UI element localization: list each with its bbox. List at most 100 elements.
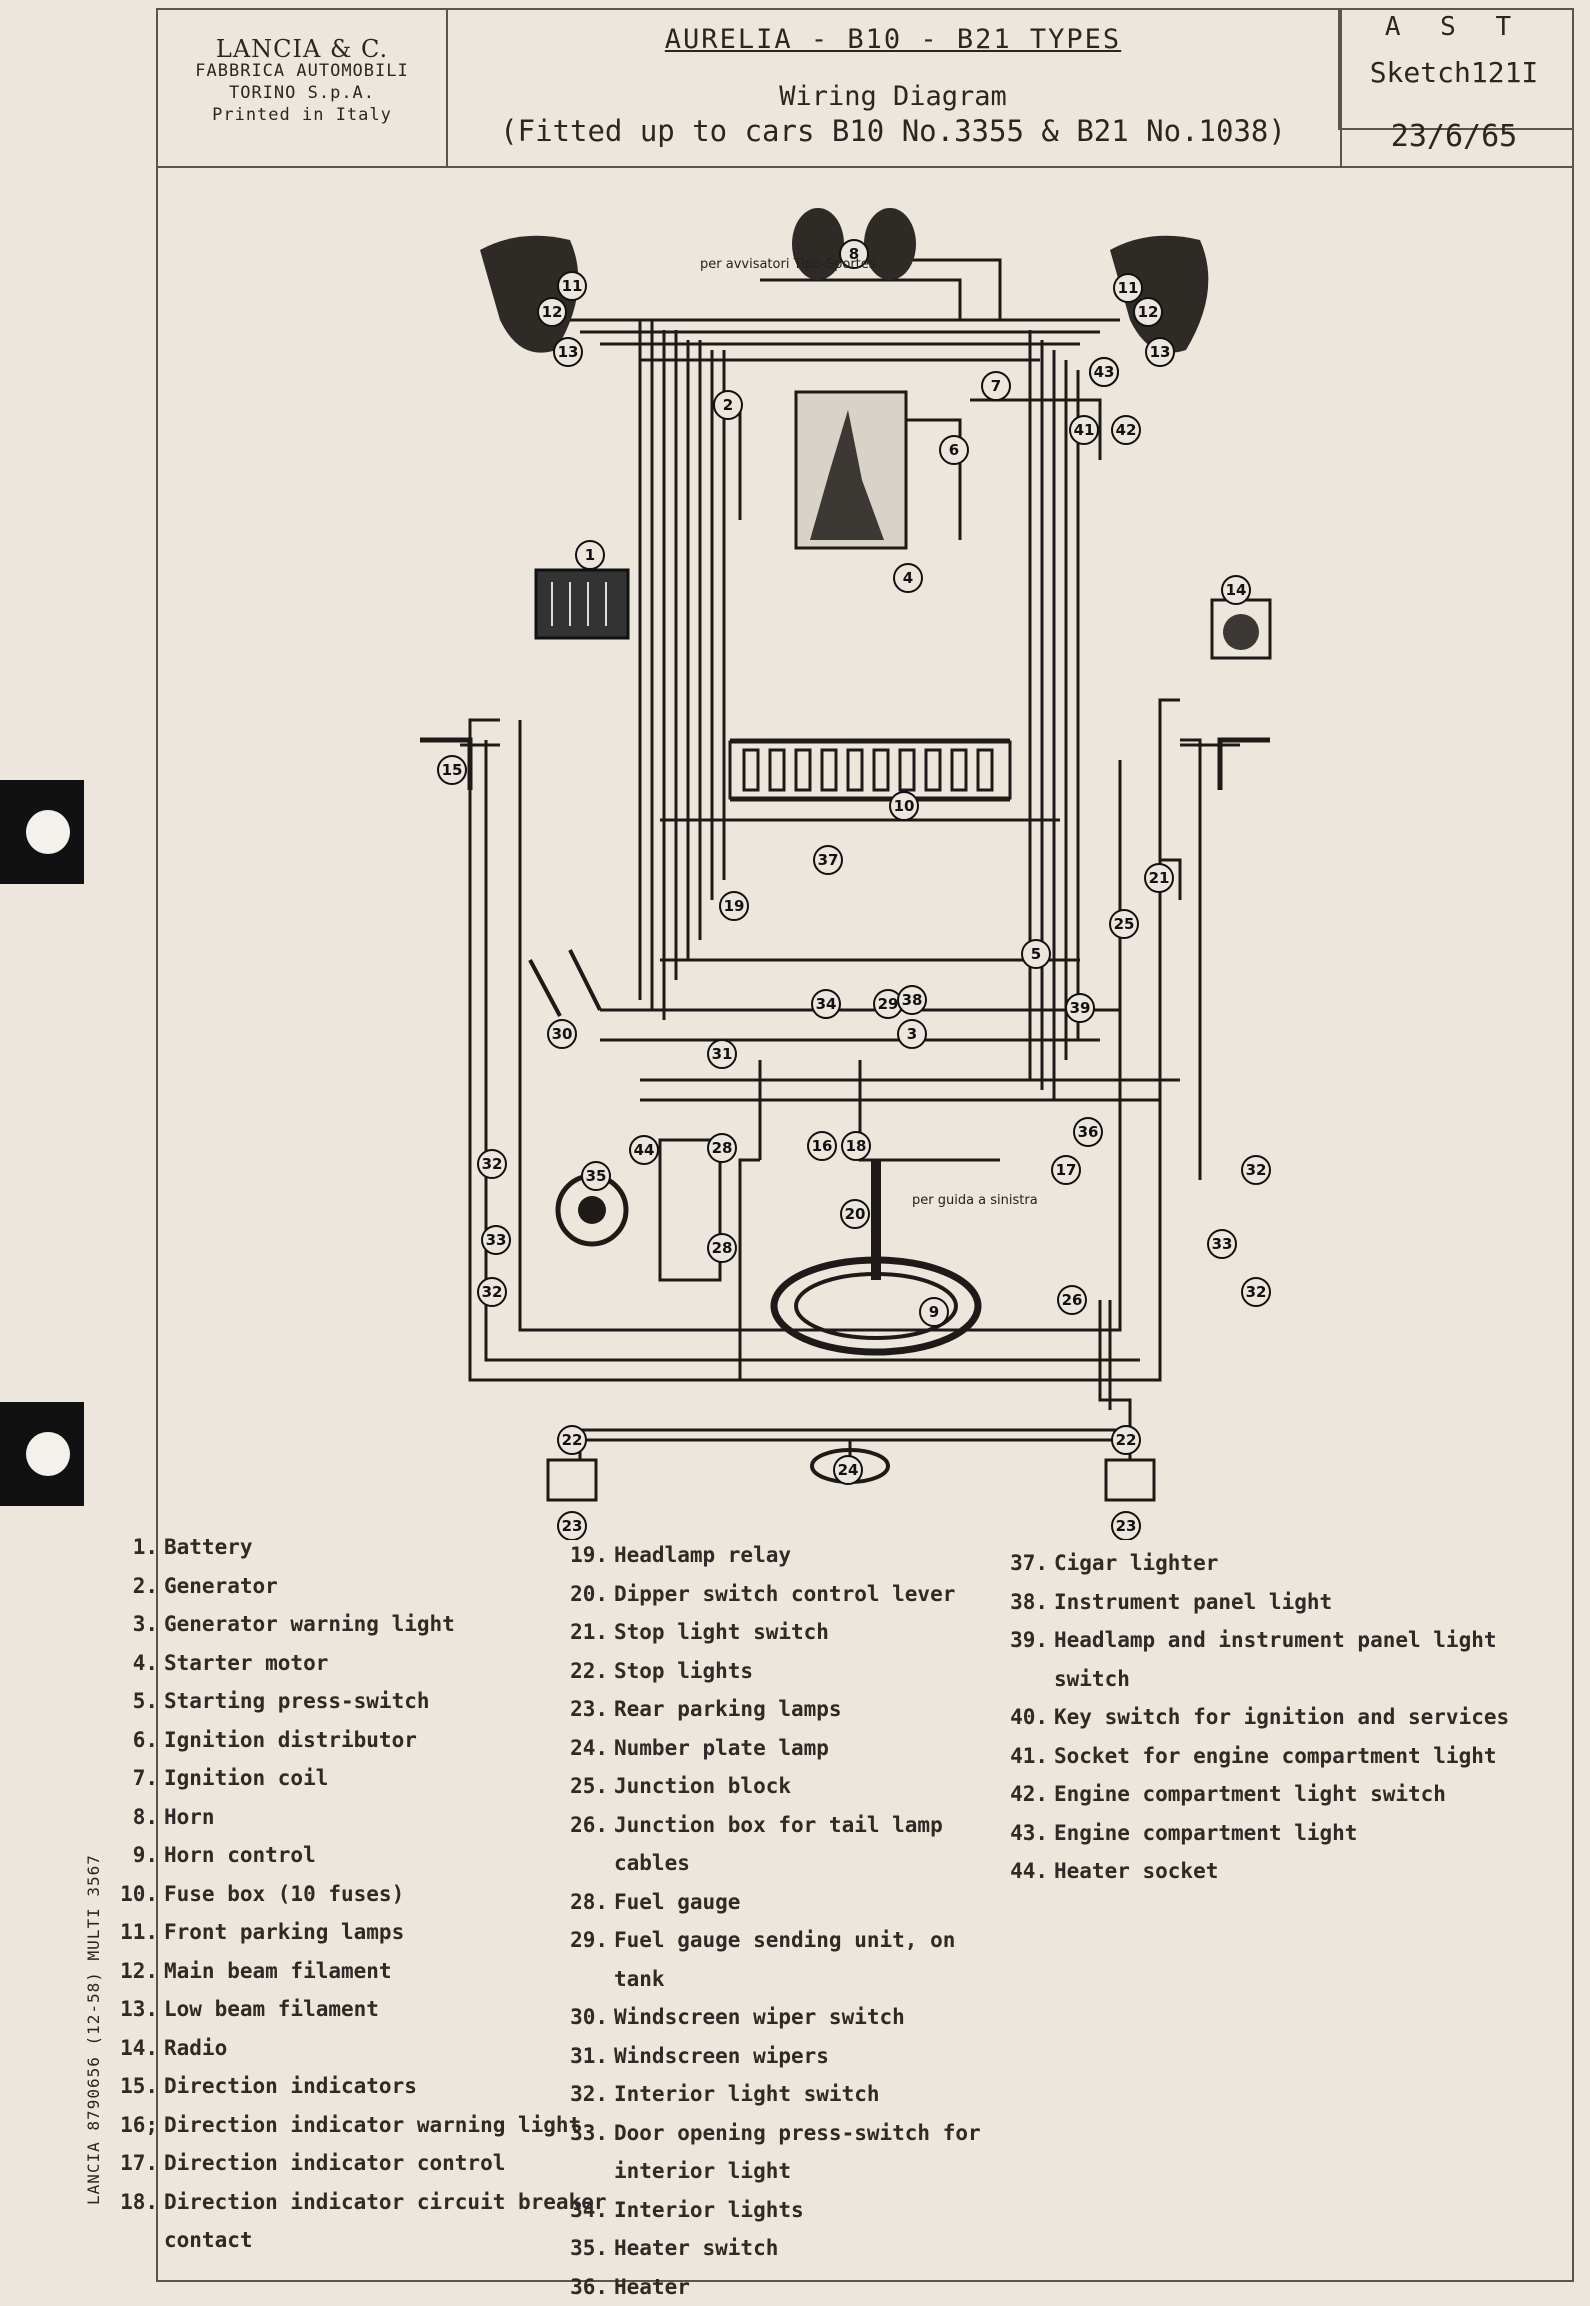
- legend-text: Rear parking lamps: [614, 1690, 842, 1729]
- print-code: LANCIA 8790656 (12-58) MULTI 3567: [84, 1854, 103, 2205]
- rear-left-lamp-icon: [548, 1460, 596, 1500]
- legend-item: 36.Heater: [560, 2268, 1000, 2306]
- heater-hub-icon: [578, 1196, 606, 1224]
- sportiva-note: per avvisatori Tipo-Sportes: [700, 257, 876, 272]
- lhd-note: per guida a sinistra: [912, 1193, 1038, 1208]
- legend-text: Interior light switch: [614, 2075, 880, 2114]
- legend-text: Headlamp and instrument panel light swit…: [1054, 1621, 1540, 1698]
- legend-number: 31.: [560, 2037, 614, 2076]
- component-number: 11: [562, 277, 583, 295]
- component-number: 24: [838, 1461, 859, 1479]
- legend-text: Ignition distributor: [164, 1721, 417, 1760]
- legend-number: 43.: [1000, 1814, 1054, 1853]
- component-number: 32: [1246, 1161, 1267, 1179]
- legend-text: Direction indicators: [164, 2067, 417, 2106]
- legend-number: 44.: [1000, 1852, 1054, 1891]
- component-number: 23: [1116, 1517, 1137, 1535]
- legend-number: 15.: [110, 2067, 164, 2106]
- legend-item: 30.Windscreen wiper switch: [560, 1998, 1000, 2037]
- legend-item: 34.Interior lights: [560, 2191, 1000, 2230]
- legend-item: 5.Starting press-switch: [110, 1682, 610, 1721]
- legend-text: Direction indicator circuit breaker cont…: [164, 2183, 610, 2260]
- component-number: 18: [846, 1137, 867, 1155]
- legend-text: Radio: [164, 2029, 227, 2068]
- legend-number: 12.: [110, 1952, 164, 1991]
- component-number: 20: [845, 1205, 866, 1223]
- legend-number: 33.: [560, 2114, 614, 2191]
- component-number: 41: [1074, 421, 1095, 439]
- component-number: 28: [712, 1239, 733, 1257]
- legend-text: Generator warning light: [164, 1605, 455, 1644]
- legend-text: Junction block: [614, 1767, 791, 1806]
- component-number: 28: [712, 1139, 733, 1157]
- legend-number: 41.: [1000, 1737, 1054, 1776]
- legend-number: 16;: [110, 2106, 164, 2145]
- legend-number: 28.: [560, 1883, 614, 1922]
- component-number: 26: [1062, 1291, 1083, 1309]
- legend-item: 2.Generator: [110, 1567, 610, 1606]
- legend-item: 28.Fuel gauge: [560, 1883, 1000, 1922]
- legend-number: 13.: [110, 1990, 164, 2029]
- legend-number: 10.: [110, 1875, 164, 1914]
- legend-text: Engine compartment light: [1054, 1814, 1357, 1853]
- component-number: 37: [818, 851, 839, 869]
- legend-item: 39.Headlamp and instrument panel light s…: [1000, 1621, 1540, 1698]
- legend-number: 19.: [560, 1536, 614, 1575]
- legend-number: 29.: [560, 1921, 614, 1998]
- component-number: 2: [723, 396, 733, 414]
- legend-text: Cigar lighter: [1054, 1544, 1218, 1583]
- legend-item: 35.Heater switch: [560, 2229, 1000, 2268]
- legend-text: Horn control: [164, 1836, 316, 1875]
- legend-text: Socket for engine compartment light: [1054, 1737, 1497, 1776]
- component-number: 22: [1116, 1431, 1137, 1449]
- legend-item: 44.Heater socket: [1000, 1852, 1540, 1891]
- legend-text: Stop lights: [614, 1652, 753, 1691]
- component-number: 10: [894, 797, 915, 815]
- component-number: 43: [1094, 363, 1115, 381]
- component-number: 9: [929, 1303, 939, 1321]
- legend-number: 36.: [560, 2268, 614, 2306]
- legend-item: 3.Generator warning light: [110, 1605, 610, 1644]
- component-number: 17: [1056, 1161, 1077, 1179]
- legend-text: Stop light switch: [614, 1613, 829, 1652]
- legend-item: 17.Direction indicator control: [110, 2144, 610, 2183]
- component-number: 12: [1138, 303, 1159, 321]
- legend-item: 9.Horn control: [110, 1836, 610, 1875]
- component-number: 44: [634, 1141, 655, 1159]
- legend-item: 7.Ignition coil: [110, 1759, 610, 1798]
- legend-item: 19.Headlamp relay: [560, 1536, 1000, 1575]
- legend-item: 18.Direction indicator circuit breaker c…: [110, 2183, 610, 2260]
- component-number: 39: [1070, 999, 1091, 1017]
- legend-text: Direction indicator control: [164, 2144, 505, 2183]
- legend-item: 15.Direction indicators: [110, 2067, 610, 2106]
- legend-number: 40.: [1000, 1698, 1054, 1737]
- legend-text: Windscreen wipers: [614, 2037, 829, 2076]
- legend-item: 32.Interior light switch: [560, 2075, 1000, 2114]
- legend-item: 10.Fuse box (10 fuses): [110, 1875, 610, 1914]
- legend-number: 22.: [560, 1652, 614, 1691]
- legend-text: Front parking lamps: [164, 1913, 404, 1952]
- component-number: 3: [907, 1025, 917, 1043]
- legend-text: Windscreen wiper switch: [614, 1998, 905, 2037]
- legend-text: Door opening press-switch for interior l…: [614, 2114, 1000, 2191]
- legend-text: Heater: [614, 2268, 690, 2306]
- legend-text: Dipper switch control lever: [614, 1575, 955, 1614]
- legend-number: 18.: [110, 2183, 164, 2260]
- component-number: 13: [1150, 343, 1171, 361]
- legend-text: Engine compartment light switch: [1054, 1775, 1446, 1814]
- legend-text: Horn: [164, 1798, 215, 1837]
- legend-number: 11.: [110, 1913, 164, 1952]
- legend-number: 30.: [560, 1998, 614, 2037]
- legend-item: 25.Junction block: [560, 1767, 1000, 1806]
- legend-text: Junction box for tail lamp cables: [614, 1806, 1000, 1883]
- legend-number: 42.: [1000, 1775, 1054, 1814]
- legend-item: 23.Rear parking lamps: [560, 1690, 1000, 1729]
- legend-text: Generator: [164, 1567, 278, 1606]
- component-number: 4: [903, 569, 913, 587]
- radio-speaker-icon: [1223, 614, 1259, 650]
- legend-text: Battery: [164, 1528, 253, 1567]
- legend-number: 8.: [110, 1798, 164, 1837]
